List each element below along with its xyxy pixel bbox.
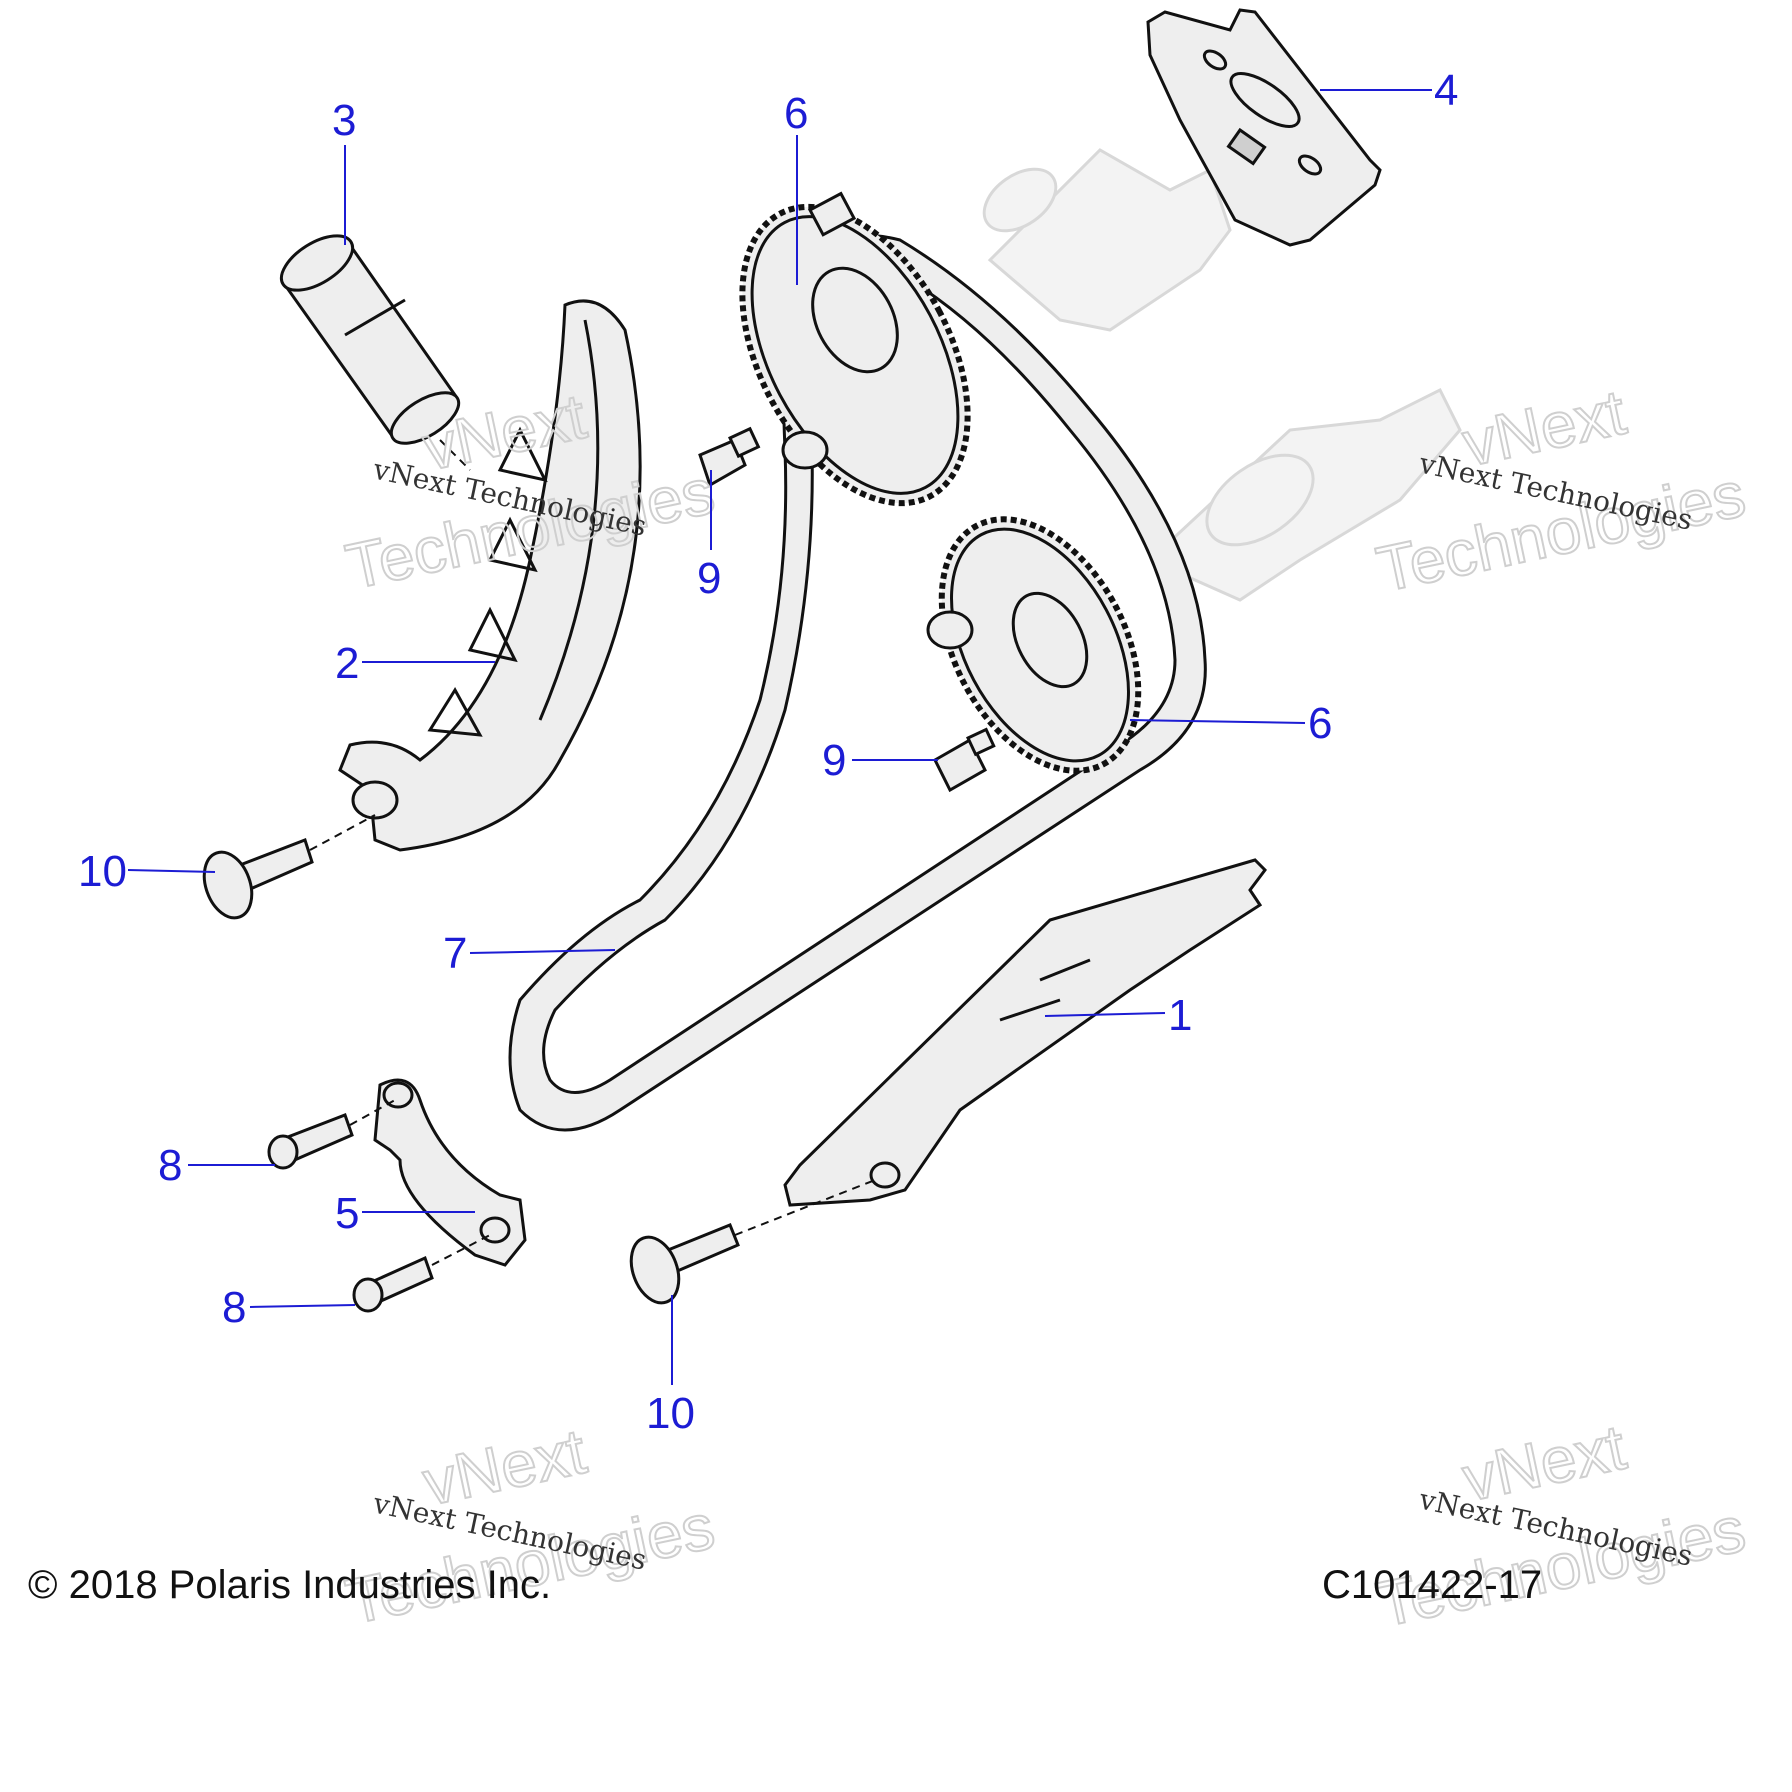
part-8-bolt-lower — [352, 1255, 434, 1313]
callout-5: 5 — [335, 1189, 359, 1238]
part-5-guide-bracket — [373, 1078, 527, 1267]
part-10-bolt-left — [202, 838, 314, 920]
callout-line-6-lower — [1129, 719, 1306, 724]
assembly-line-tensioner — [439, 439, 471, 471]
part-6-sprocket-lower — [938, 516, 1142, 774]
callout-6-lower: 6 — [1308, 699, 1332, 748]
assembly-line-bolt-10-left — [309, 814, 376, 851]
diagram-code: C101422-17 — [1322, 1563, 1542, 1607]
sprocket-bolt-lower — [926, 610, 974, 650]
part-1-chain-guide — [783, 858, 1267, 1207]
assembly-line-bolt-8-upper — [349, 1099, 396, 1126]
callout-line-10-left — [127, 869, 216, 873]
callout-line-1 — [1044, 1012, 1166, 1017]
callout-1: 1 — [1168, 991, 1192, 1040]
part-4-cam-bridge — [1146, 8, 1382, 247]
part-9-bolt-lower — [933, 727, 996, 793]
callout-7: 7 — [443, 929, 467, 978]
callout-8-lower: 8 — [222, 1283, 246, 1332]
sprocket-bolt-upper — [781, 430, 829, 470]
camshaft-lower — [1147, 387, 1462, 602]
part-2-tensioner-guide — [338, 299, 642, 852]
callout-6-upper: 6 — [784, 89, 808, 138]
callout-10-left: 10 — [78, 847, 127, 896]
callout-2: 2 — [335, 639, 359, 688]
callout-9-lower: 9 — [822, 736, 846, 785]
part-8-bolt-upper — [267, 1113, 354, 1170]
part-6-sprocket-upper — [739, 191, 971, 507]
callout-line-7 — [469, 949, 616, 954]
callout-3: 3 — [332, 96, 356, 145]
part-3-tensioner — [279, 234, 461, 445]
copyright-text: © 2018 Polaris Industries Inc. — [28, 1563, 551, 1607]
callout-10-lower: 10 — [646, 1389, 695, 1438]
callout-line-8-lower — [249, 1304, 356, 1308]
part-10-bolt-lower — [629, 1223, 740, 1305]
callout-8-upper: 8 — [158, 1141, 182, 1190]
callout-9-upper: 9 — [697, 554, 721, 603]
assembly-line-bolt-10-lower — [734, 1179, 876, 1236]
camshaft-upper — [982, 148, 1232, 332]
assembly-line-bolt-8-lower — [431, 1234, 491, 1266]
part-7-timing-chain — [508, 233, 1207, 1132]
callout-4: 4 — [1434, 66, 1458, 115]
